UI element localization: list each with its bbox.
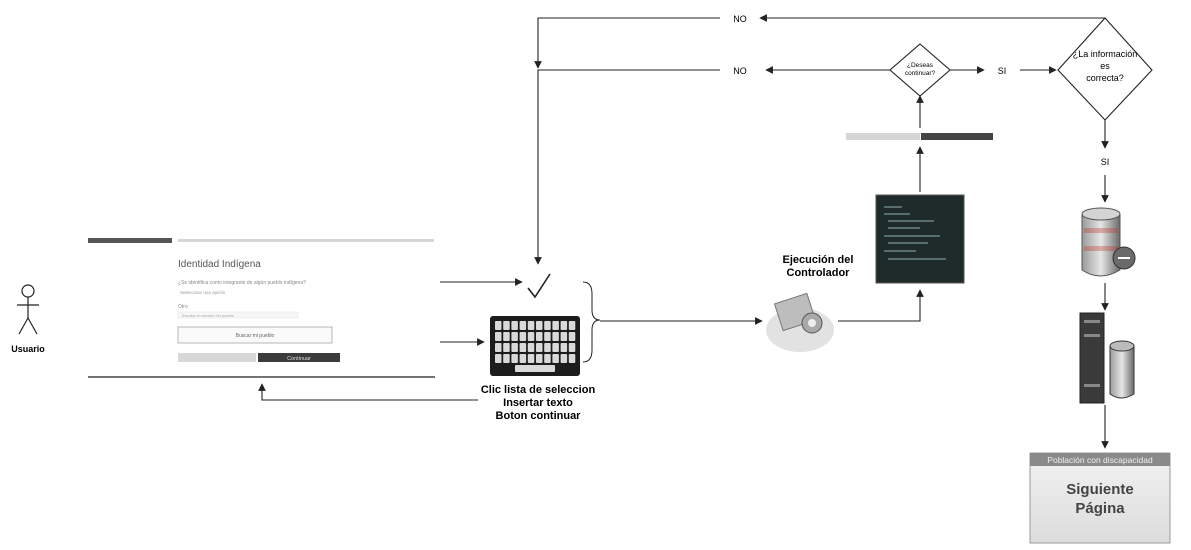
controller-label-2: Controlador	[787, 267, 851, 279]
keyboard-key	[527, 343, 535, 352]
keyboard-key	[552, 321, 559, 330]
keyboard-key	[544, 354, 551, 363]
decision-info-text-1: ¿La información	[1073, 49, 1138, 59]
keyboard-key	[519, 332, 527, 341]
keyboard-key	[495, 332, 502, 341]
decision-continue-text-1: ¿Deseas	[907, 62, 934, 69]
result-page-line-2: Página	[1075, 500, 1125, 517]
flow-lines	[534, 14, 1109, 449]
keyboard-key	[544, 343, 551, 352]
label-no-top: NO	[733, 14, 747, 24]
keyboard-key	[511, 332, 518, 341]
form-title: Identidad Indígena	[178, 259, 261, 270]
actor-label: Usuario	[11, 344, 45, 354]
result-page-header-bar	[1030, 453, 1170, 466]
keyboard-key	[503, 354, 510, 363]
decision-info-text-2: es	[1100, 61, 1110, 71]
code-screen-icon	[875, 194, 965, 284]
keyboard-key	[527, 354, 535, 363]
keyboard-key	[536, 332, 543, 341]
form-top-bar-faded	[178, 239, 434, 242]
status-bar-faded	[846, 133, 920, 140]
keyboard-key	[527, 321, 535, 330]
keyboard-key	[568, 354, 576, 363]
actor-figure	[17, 284, 39, 335]
connector-arrows	[258, 278, 523, 401]
controller-label-1: Ejecución del	[783, 254, 854, 266]
brace	[582, 281, 601, 363]
form-continue-label: Continuar	[287, 356, 311, 362]
keyboard-key	[560, 343, 568, 352]
decision-info-text-3: correcta?	[1086, 73, 1124, 83]
keyboard-key	[511, 343, 518, 352]
keyboard-key	[544, 321, 551, 330]
keyboard-key	[560, 332, 568, 341]
form-left-bar	[178, 353, 256, 362]
form-screenshot: Identidad Indígena ¿Se identifica como i…	[88, 238, 435, 378]
decision-continue	[889, 43, 951, 97]
decision-continue-text-2: continuar?	[905, 70, 936, 77]
label-no-mid: NO	[733, 66, 747, 76]
keyboard-key	[552, 343, 559, 352]
keyboard-caption-1: Clic lista de seleccion	[481, 384, 596, 396]
form-question: ¿Se identifica como integrante de algún …	[178, 280, 306, 286]
keyboard-key	[495, 321, 502, 330]
keyboard-key	[503, 332, 510, 341]
keyboard-key	[568, 343, 576, 352]
form-inner-button[interactable]: Buscar mi pueblo	[236, 333, 275, 339]
label-si-down: SI	[1101, 157, 1110, 167]
form-top-bar	[88, 238, 172, 243]
keyboard-key	[560, 321, 568, 330]
keyboard-key	[568, 332, 576, 341]
result-page-line-1: Siguiente	[1066, 481, 1134, 498]
keyboard-key	[552, 332, 559, 341]
form-input-placeholder: Escriba el nombre del pueblo	[182, 313, 235, 318]
form-text-input[interactable]	[177, 311, 299, 319]
keyboard-key	[495, 354, 502, 363]
keyboard-key	[511, 321, 518, 330]
keyboard-key	[527, 332, 535, 341]
keyboard-key	[511, 354, 518, 363]
status-bar-dark	[921, 133, 993, 140]
keyboard-spacebar	[515, 365, 555, 372]
keyboard-key	[503, 321, 510, 330]
checkmark-icon	[527, 273, 551, 299]
keyboard-caption-2: Insertar texto	[503, 397, 573, 409]
keyboard-caption-3: Boton continuar	[496, 410, 582, 422]
form-inner-panel	[177, 326, 333, 344]
form-select-value[interactable]: Seleccione una opción	[180, 290, 226, 295]
keyboard-key	[536, 343, 543, 352]
label-si-right: SI	[998, 66, 1007, 76]
keyboard-key	[503, 343, 510, 352]
keyboard-key	[519, 321, 527, 330]
keyboard-key	[544, 332, 551, 341]
result-page-header: Población con discapacidad	[1047, 455, 1153, 465]
form-continue-button[interactable]	[258, 353, 340, 362]
result-page: Población con discapacidad Siguiente Pág…	[1029, 452, 1171, 544]
database-icon	[1081, 207, 1136, 277]
decision-info	[1057, 17, 1153, 121]
keyboard-key	[495, 343, 502, 352]
keyboard-key	[519, 343, 527, 352]
keyboard-icon	[490, 316, 580, 376]
keyboard-key	[519, 354, 527, 363]
keyboard-key	[560, 354, 568, 363]
keyboard-key	[536, 354, 543, 363]
keyboard-key	[536, 321, 543, 330]
keyboard-key	[552, 354, 559, 363]
form-note-label: Otro	[178, 304, 188, 310]
keyboard-key	[568, 321, 576, 330]
controller-icon	[766, 292, 834, 352]
server-icon	[1079, 312, 1135, 404]
